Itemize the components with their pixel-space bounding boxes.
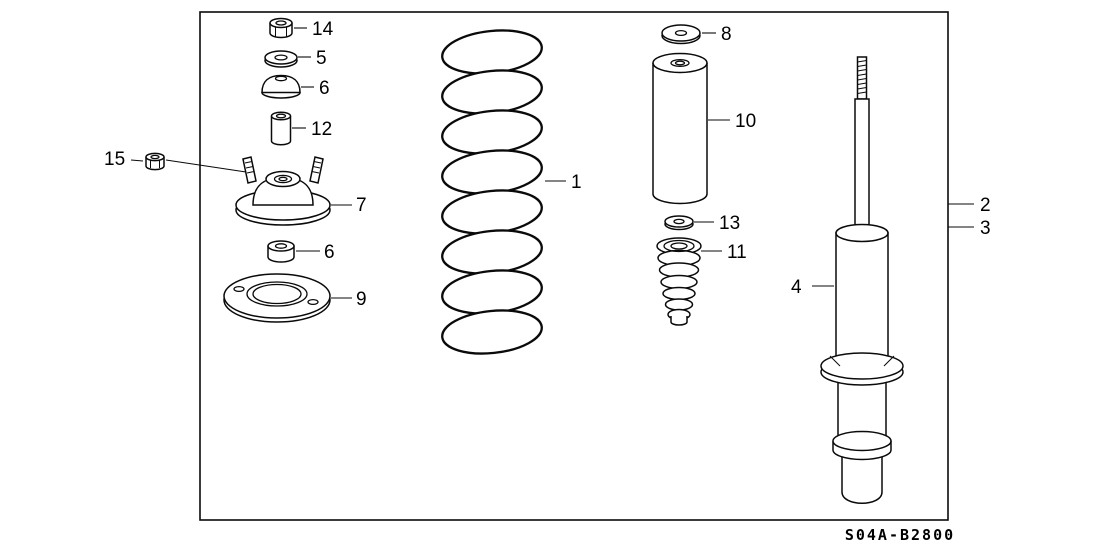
- part-nut-15: [130, 152, 247, 173]
- callout-15: 15: [104, 149, 125, 170]
- callout-12: 12: [311, 119, 332, 140]
- callout-13: 13: [719, 213, 740, 234]
- part-dust-cover-10: [652, 52, 730, 205]
- callout-labels: 14 5 6 12 15 7 6 9 1 8 10 13 11 4 2 3: [104, 19, 991, 310]
- part-washer-5: [264, 50, 311, 68]
- callout-7: 7: [356, 195, 367, 216]
- callout-1: 1: [571, 172, 582, 193]
- part-bump-stop-11: [656, 237, 722, 326]
- callout-5: 5: [316, 48, 327, 69]
- callout-10: 10: [735, 111, 756, 132]
- part-shock-absorber-4: [812, 56, 904, 504]
- part-rubber-mount-6-upper: [261, 74, 314, 99]
- part-strut-mount-7: [235, 156, 352, 226]
- part-spring-seat-9: [223, 273, 352, 323]
- diagram-frame: [199, 11, 974, 521]
- callout-6-lower: 6: [324, 242, 335, 263]
- part-washer-13: [664, 215, 714, 231]
- callout-4: 4: [791, 277, 802, 298]
- part-rubber-mount-6-lower: [267, 240, 320, 263]
- callout-3: 3: [980, 218, 991, 239]
- callout-6-upper: 6: [319, 78, 330, 99]
- part-coil-spring-1: [441, 29, 566, 355]
- callout-8: 8: [721, 24, 732, 45]
- callout-14: 14: [312, 19, 334, 40]
- callout-11: 11: [727, 242, 747, 263]
- part-nut-14: [269, 17, 307, 39]
- part-washer-8: [661, 24, 716, 45]
- part-collar-12: [270, 111, 306, 146]
- callout-2: 2: [980, 195, 991, 216]
- diagram-part-code: S04A-B2800: [845, 526, 955, 544]
- callout-9: 9: [356, 289, 367, 310]
